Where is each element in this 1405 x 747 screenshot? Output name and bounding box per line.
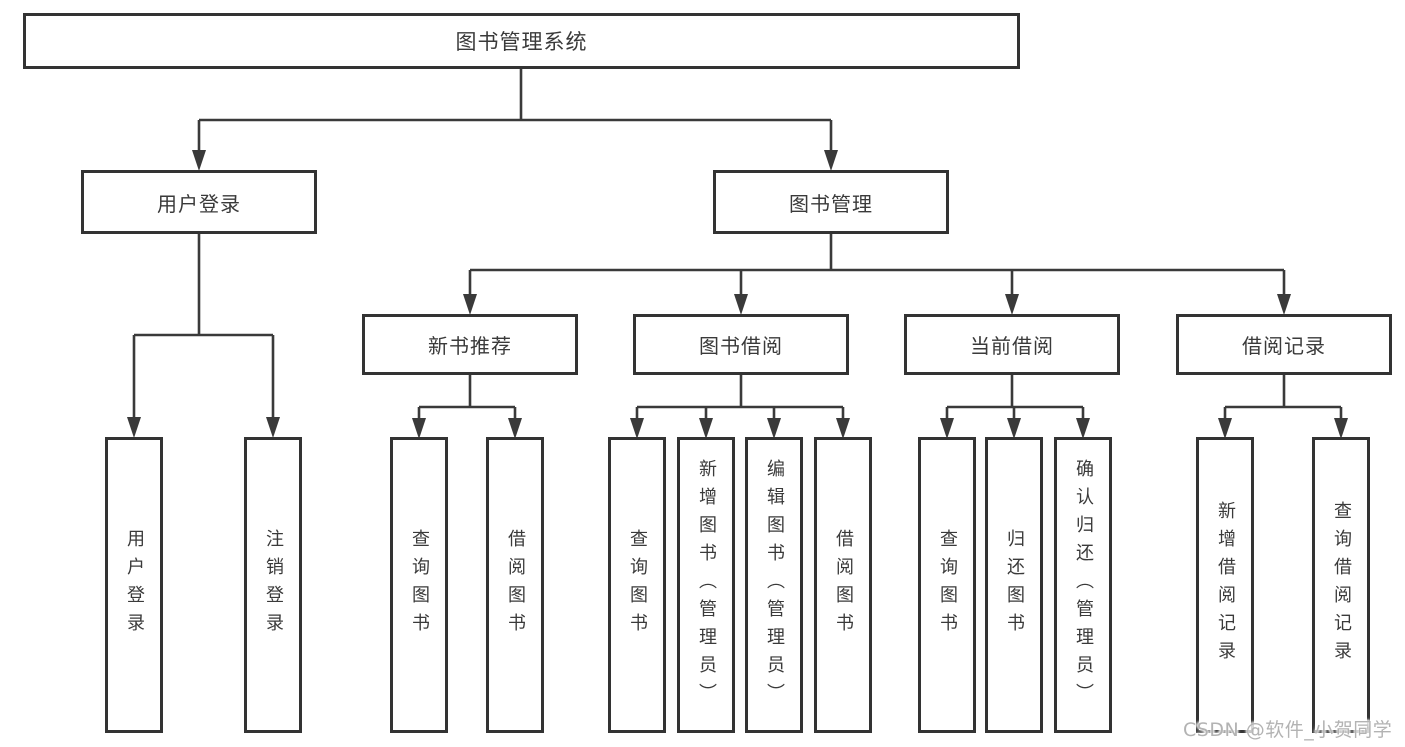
leaf-recommend-borrow-books: 借阅图书 <box>486 437 544 733</box>
leaf-query-borrow-record: 查询借阅记录 <box>1312 437 1370 733</box>
node-root: 图书管理系统 <box>23 13 1020 69</box>
leaf-logout-label: 注销登录 <box>263 529 284 641</box>
leaf-borrow-books: 借阅图书 <box>814 437 872 733</box>
leaf-user-login: 用户登录 <box>105 437 163 733</box>
node-user-login-label: 用户登录 <box>157 191 241 216</box>
leaf-borrow-query-books: 查询图书 <box>608 437 666 733</box>
leaf-add-borrow-record-label: 新增借阅记录 <box>1215 501 1236 669</box>
leaf-edit-books-admin-label: 编辑图书（管理员） <box>764 459 785 711</box>
leaf-recommend-borrow-books-label: 借阅图书 <box>505 529 526 641</box>
leaf-recommend-query-books-label: 查询图书 <box>409 529 430 641</box>
leaf-return-books: 归还图书 <box>985 437 1043 733</box>
node-book-borrow-label: 图书借阅 <box>699 334 783 358</box>
node-borrow-records-label: 借阅记录 <box>1242 334 1326 358</box>
leaf-return-books-label: 归还图书 <box>1004 529 1025 641</box>
node-borrow-records: 借阅记录 <box>1176 314 1392 375</box>
leaf-confirm-return-admin: 确认归还（管理员） <box>1054 437 1112 733</box>
leaf-add-books-admin-label: 新增图书（管理员） <box>696 459 717 711</box>
leaf-borrow-books-label: 借阅图书 <box>833 529 854 641</box>
node-book-management: 图书管理 <box>713 170 949 234</box>
leaf-edit-books-admin: 编辑图书（管理员） <box>745 437 803 733</box>
leaf-add-books-admin: 新增图书（管理员） <box>677 437 735 733</box>
leaf-current-query-books-label: 查询图书 <box>937 529 958 641</box>
leaf-confirm-return-admin-label: 确认归还（管理员） <box>1073 459 1094 711</box>
leaf-borrow-query-books-label: 查询图书 <box>627 529 648 641</box>
leaf-user-login-label: 用户登录 <box>124 529 145 641</box>
node-user-login: 用户登录 <box>81 170 317 234</box>
csdn-watermark: CSDN @软件_小贺同学 <box>1183 719 1393 741</box>
leaf-logout: 注销登录 <box>244 437 302 733</box>
node-new-book-recommend: 新书推荐 <box>362 314 578 375</box>
node-root-label: 图书管理系统 <box>455 30 588 54</box>
leaf-add-borrow-record: 新增借阅记录 <box>1196 437 1254 733</box>
node-book-borrow: 图书借阅 <box>633 314 849 375</box>
node-current-borrow-label: 当前借阅 <box>970 334 1054 358</box>
node-book-management-label: 图书管理 <box>789 191 873 216</box>
leaf-query-borrow-record-label: 查询借阅记录 <box>1331 501 1352 669</box>
node-current-borrow: 当前借阅 <box>904 314 1120 375</box>
leaf-current-query-books: 查询图书 <box>918 437 976 733</box>
node-new-book-recommend-label: 新书推荐 <box>428 334 512 358</box>
leaf-recommend-query-books: 查询图书 <box>390 437 448 733</box>
